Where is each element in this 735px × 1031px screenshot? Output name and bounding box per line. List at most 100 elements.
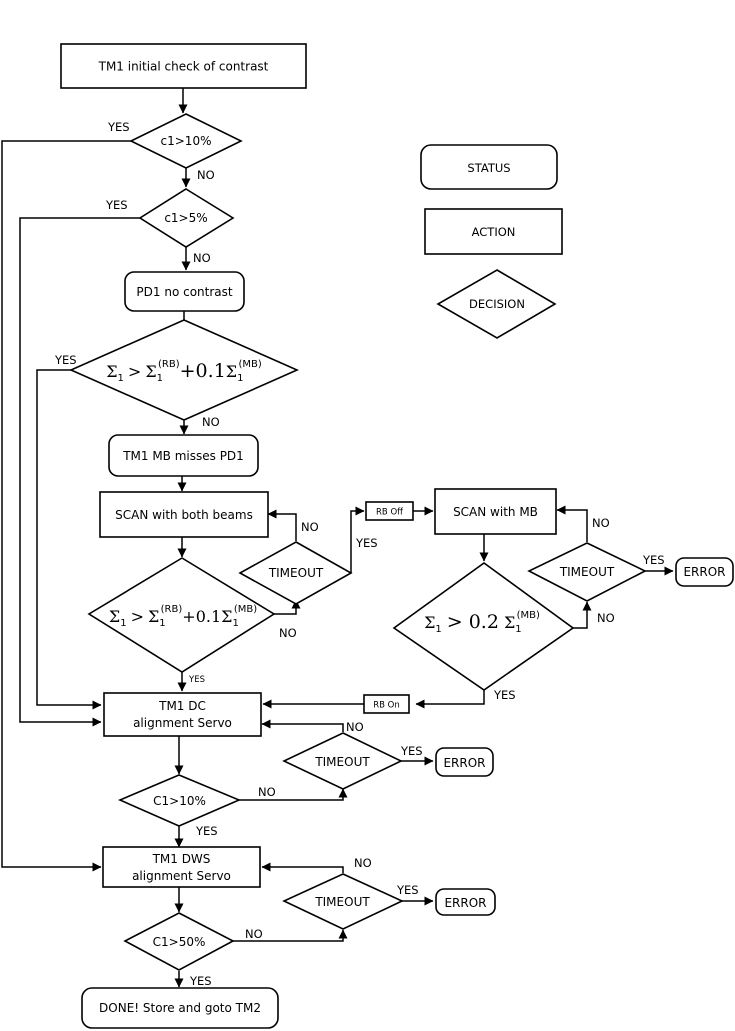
sigma1-lhs: Σ: [106, 362, 117, 381]
done-label: DONE! Store and goto TM2: [99, 1001, 261, 1015]
sigma3-sup2: (MB): [517, 610, 540, 621]
label-yes-c1-10b: YES: [195, 824, 218, 838]
legend-status-label: STATUS: [467, 161, 510, 175]
status-error-3: [435, 888, 496, 916]
sigma2-t2: Σ: [221, 607, 232, 626]
label-no-c1-5: NO: [193, 251, 211, 265]
sigma2-lhs: Σ: [109, 607, 120, 626]
label-yes-sigma2: YES: [188, 675, 205, 685]
sigma3-t1: Σ: [504, 613, 515, 632]
sigma-check-2-formula: Σ1>Σ1(RB)+0.1Σ1(MB): [109, 604, 257, 629]
decision-c1-gt-10-b: [117, 774, 242, 827]
decision-timeout-1: [238, 541, 353, 605]
arrow-c1-10-yes: [1, 140, 131, 872]
status-error-1: [675, 557, 734, 587]
legend-status-shape: [420, 144, 558, 190]
sigma2-sub1: 1: [120, 618, 126, 629]
sigma1-sup3: (MB): [238, 359, 261, 370]
arrow-c1-10b-no: [239, 788, 348, 801]
sigma2-op: >: [131, 607, 144, 626]
status-error-2: [435, 747, 494, 777]
decision-sigma-check-2: [87, 557, 276, 673]
sigma3-op: > 0.2: [447, 611, 499, 633]
rb-on-label: RB On: [373, 701, 400, 711]
label-yes-timeout3: YES: [400, 744, 423, 758]
label-yes-sigma1: YES: [54, 353, 77, 367]
scan-both-label: SCAN with both beams: [115, 508, 253, 522]
label-yes-sigma3: YES: [493, 688, 516, 702]
label-yes-c1-50: YES: [189, 974, 212, 988]
label-yes-timeout1: YES: [355, 536, 378, 550]
arrow-timeout4-no: [261, 862, 344, 873]
label-yes-timeout2: YES: [642, 553, 665, 567]
label-yes-timeout4: YES: [396, 883, 419, 897]
label-no-timeout1: NO: [301, 520, 319, 534]
c1-gt-50-label: C1>50%: [153, 935, 206, 949]
edge-labels: YES NO YES NO YES NO NO YES NO YES NO YE…: [54, 120, 665, 988]
arrow-timeout1-yes: [350, 506, 365, 573]
legend-decision-shape: [436, 269, 557, 339]
sigma1-t1: Σ: [145, 362, 156, 381]
arrow-timeout1-no: [267, 509, 297, 541]
status-done: [81, 987, 279, 1029]
action-dws-servo: [102, 846, 261, 888]
decision-c1-gt-50: [123, 912, 235, 971]
mb-misses-pd1-label: TM1 MB misses PD1: [122, 449, 244, 463]
decision-sigma-check-3: [392, 562, 575, 691]
sigma2-sup3: (MB): [234, 604, 257, 615]
arrow-c1-5-yes: [19, 217, 140, 727]
sigma1-op: >: [128, 362, 141, 381]
label-no-sigma1: NO: [202, 415, 220, 429]
sigma3-lhs: Σ: [424, 613, 435, 632]
dws-servo-line2: alignment Servo: [132, 869, 231, 883]
legend-action-label: ACTION: [472, 225, 516, 239]
decision-c1-gt-5: [138, 188, 235, 248]
c1-gt-10-label: c1>10%: [161, 134, 212, 148]
sigma1-sub1: 1: [118, 373, 124, 384]
initial-check-label: TM1 initial check of contrast: [98, 60, 269, 74]
action-rb-on: [363, 694, 410, 714]
timeout-1-label: TIMEOUT: [268, 566, 324, 580]
sigma1-sup2: (RB): [158, 359, 180, 370]
arrow-sigma3-yes: [415, 690, 485, 709]
decision-timeout-4: [282, 873, 404, 930]
action-rb-off: [365, 501, 414, 521]
action-initial-check: [60, 43, 307, 89]
sigma2-sup2: (RB): [161, 604, 183, 615]
connectors: [1, 88, 674, 988]
label-no-timeout3: NO: [346, 720, 364, 734]
sigma3-sub1: 1: [435, 624, 441, 635]
label-yes-c1-10: YES: [107, 120, 130, 134]
decision-timeout-3: [282, 732, 403, 790]
timeout-4-label: TIMEOUT: [314, 895, 370, 909]
sigma1-sub2: 1: [157, 373, 163, 384]
pd1-no-contrast-label: PD1 no contrast: [136, 285, 232, 299]
arrow-sigma1-yes: [36, 369, 102, 710]
decision-c1-gt-10: [129, 113, 243, 169]
arrow-sigma3-no: [573, 601, 592, 629]
error-1-label: ERROR: [683, 565, 725, 579]
error-3-label: ERROR: [444, 896, 486, 910]
label-no-timeout2: NO: [592, 516, 610, 530]
sigma3-sub2: 1: [515, 624, 521, 635]
action-scan-mb: [434, 488, 557, 535]
sigma2-sub3: 1: [232, 618, 238, 629]
action-scan-both-beams: [99, 491, 269, 538]
arrow-timeout3-no: [261, 719, 344, 732]
sigma1-coef: +0.1: [180, 360, 226, 382]
label-no-sigma3: NO: [597, 611, 615, 625]
status-mb-misses-pd1: [108, 434, 259, 477]
shapes: TM1 initial check of contrast c1>10% c1>…: [60, 43, 734, 1029]
dws-servo-line1: TM1 DWS: [152, 852, 211, 866]
sigma1-t2: Σ: [226, 362, 237, 381]
timeout-3-label: TIMEOUT: [314, 755, 370, 769]
rb-off-label: RB Off: [376, 508, 404, 518]
action-dc-servo: [103, 692, 262, 737]
legend-decision-label: DECISION: [469, 297, 525, 311]
sigma2-coef: +0.1: [182, 607, 221, 626]
sigma2-t1: Σ: [148, 607, 159, 626]
dc-servo-line2: alignment Servo: [133, 716, 232, 730]
label-no-sigma2: NO: [279, 626, 297, 640]
error-2-label: ERROR: [443, 756, 485, 770]
